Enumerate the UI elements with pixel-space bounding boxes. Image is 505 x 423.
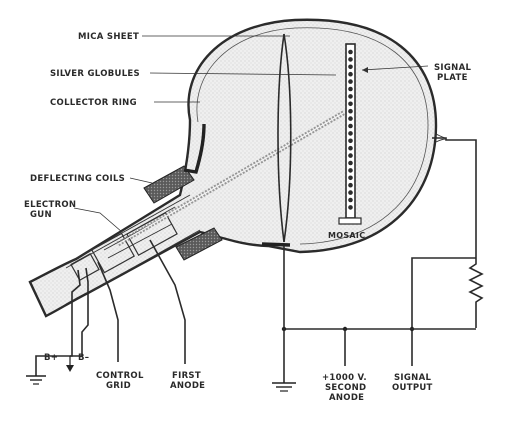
- silver-globule: [348, 131, 353, 136]
- label-second-anode-line1: +1000 V.: [322, 373, 367, 383]
- silver-globule: [348, 190, 353, 195]
- ground-icon: [272, 382, 296, 392]
- silver-globule: [348, 205, 353, 210]
- silver-globule: [348, 116, 353, 121]
- control-grid-cylinder: [91, 232, 135, 274]
- ground-icon-left: [26, 355, 58, 385]
- mosaic-base: [338, 217, 362, 225]
- label-control-grid-line1: CONTROL: [96, 371, 144, 381]
- leader-lines: [73, 35, 429, 233]
- silver-globule: [348, 86, 353, 92]
- deflecting-coil-upper: [143, 165, 195, 204]
- label-signal-plate-line1: SIGNAL: [434, 63, 471, 73]
- load-resistor: [468, 258, 484, 328]
- label-second-anode-line3: ANODE: [329, 393, 364, 403]
- label-b-plus: B+: [44, 353, 58, 363]
- label-deflecting-coils: DEFLECTING COILS: [30, 174, 125, 184]
- label-collector-ring: COLLECTOR RING: [50, 98, 137, 108]
- silver-globule: [348, 94, 353, 99]
- collector-ring-lower: [261, 242, 291, 247]
- circuit-wiring: [272, 133, 484, 392]
- mica-sheet: [277, 33, 292, 243]
- label-signal-plate-line2: PLATE: [437, 73, 468, 83]
- silver-globule: [348, 108, 353, 114]
- collector-ring: [183, 123, 291, 247]
- mosaic-plate: [338, 43, 362, 225]
- label-mosaic: MOSAIC: [328, 231, 365, 240]
- silver-globule: [348, 138, 353, 144]
- silver-globule: [348, 101, 353, 107]
- silver-globule: [348, 79, 353, 84]
- label-electron-gun-line2: GUN: [30, 210, 52, 220]
- deflecting-coil-lower: [175, 227, 223, 261]
- silver-globule: [348, 175, 353, 181]
- control-grid-lead: [97, 261, 119, 362]
- silver-globule: [348, 123, 353, 129]
- inner-envelope-line: [196, 27, 429, 245]
- silver-globule: [348, 49, 353, 55]
- tube-envelope: [28, 18, 438, 318]
- diagram-labels: MICA SHEET SILVER GLOBULES COLLECTOR RIN…: [24, 32, 471, 403]
- silver-globule: [348, 145, 353, 151]
- signal-plate-lead: [432, 137, 477, 258]
- silver-globule: [348, 64, 353, 70]
- label-signal-output-line2: OUTPUT: [392, 383, 433, 393]
- silver-globule: [348, 71, 353, 77]
- cathode-lead: [58, 269, 81, 357]
- silver-globule: [348, 168, 353, 173]
- cathode: [70, 252, 100, 282]
- label-silver-globules: SILVER GLOBULES: [50, 69, 140, 79]
- label-control-grid-line2: GRID: [106, 381, 131, 391]
- first-anode-lead: [149, 239, 186, 364]
- silver-globule: [348, 160, 353, 166]
- b-minus-arrow-icon: [66, 356, 74, 372]
- label-second-anode-line2: SECOND: [325, 383, 366, 393]
- label-b-minus: B–: [78, 353, 89, 363]
- silver-globule: [348, 182, 353, 188]
- signal-output-wire: [411, 257, 476, 366]
- silver-globule: [348, 153, 353, 158]
- electron-beam: [116, 109, 347, 247]
- gun-leads: [26, 239, 186, 385]
- label-first-anode-line2: ANODE: [170, 381, 205, 391]
- collector-ring-upper: [183, 123, 206, 174]
- label-electron-gun-line1: ELECTRON: [24, 200, 76, 210]
- silver-globule: [348, 197, 353, 203]
- heater-lead: [70, 267, 89, 357]
- label-mica-sheet: MICA SHEET: [78, 32, 139, 42]
- silver-globule: [348, 57, 353, 62]
- glass-envelope: [28, 18, 438, 318]
- label-first-anode-line1: FIRST: [172, 371, 201, 381]
- label-signal-output-line1: SIGNAL: [394, 373, 431, 383]
- silver-globules: [348, 49, 353, 210]
- deflecting-coils: [143, 165, 223, 261]
